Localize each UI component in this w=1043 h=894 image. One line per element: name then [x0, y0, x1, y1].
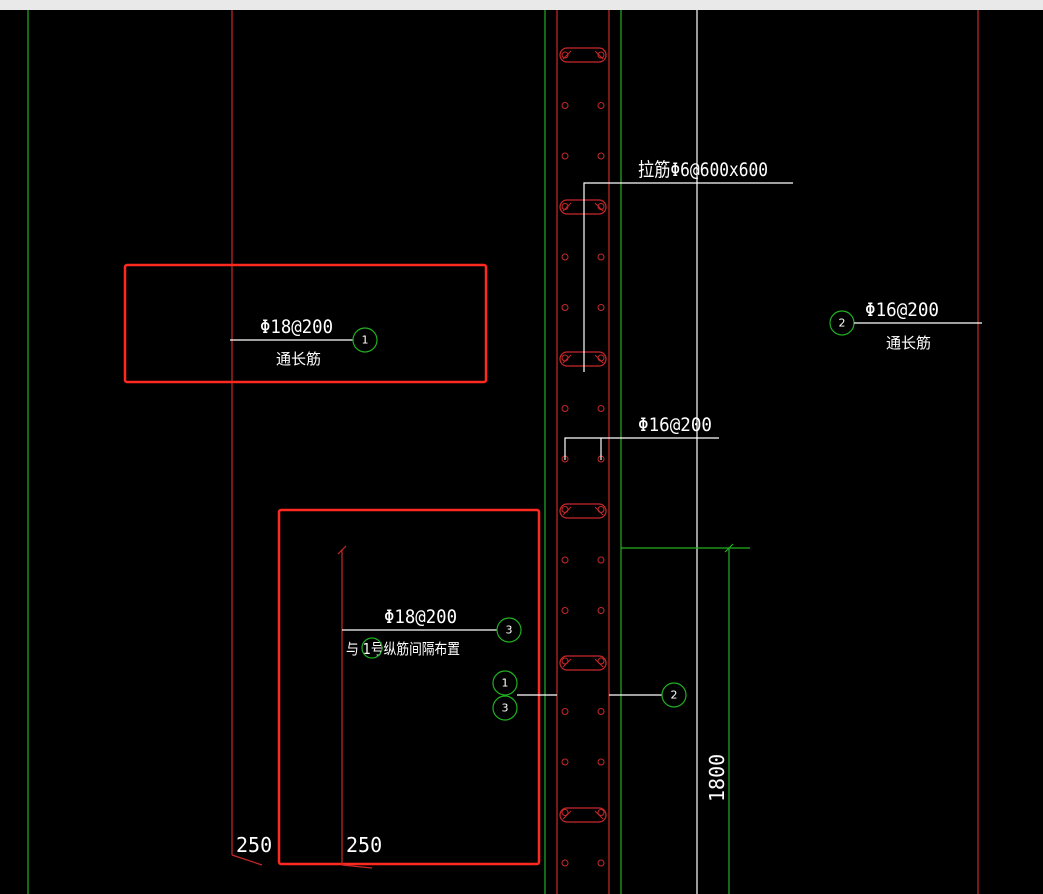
stirrup-hook	[562, 506, 572, 516]
rebar-dot	[597, 354, 605, 362]
mid-spec-leader: Φ16@200	[564, 414, 719, 460]
right-note-label: 通长筋	[886, 334, 931, 352]
dim-1800-tick	[724, 543, 734, 553]
rebar-dot	[561, 354, 569, 362]
rebar-dot	[561, 758, 569, 766]
box-right-bubble	[496, 617, 522, 643]
mid-spec-label: Φ16@200	[638, 414, 712, 436]
rebar-dot	[597, 51, 605, 59]
rebar-dot	[561, 102, 569, 109]
rebar-dot	[597, 152, 605, 160]
rebar-dot	[561, 607, 569, 614]
rebar-dot	[561, 304, 569, 311]
top-left-spec-label: Φ18@200	[260, 316, 333, 338]
wall-stirrup	[559, 47, 607, 63]
stirrup-hook	[562, 354, 572, 364]
stirrup-hook	[594, 810, 604, 820]
rebar-dot	[597, 708, 605, 715]
rebar-dot	[561, 556, 569, 564]
rebar-dot	[597, 253, 605, 261]
rebar-dot	[597, 405, 605, 412]
wall-stirrup	[559, 199, 607, 215]
wall-left-upper-bubble	[492, 670, 518, 696]
top-left-bubble-number: 1	[362, 334, 369, 347]
box-dimension-tick	[337, 545, 347, 555]
wall-stirrup	[559, 655, 607, 671]
rebar-dot	[597, 607, 605, 614]
dim-1800-label: 1800	[705, 754, 729, 802]
wall-left-lower-bubble	[492, 695, 518, 721]
rebar-dot	[561, 405, 569, 412]
wall-right-bubble-number: 2	[671, 689, 678, 702]
right-spec-label: Φ16@200	[865, 299, 939, 321]
dimension-250-box: 250	[341, 833, 382, 869]
stirrup-hook	[594, 50, 604, 60]
dim-250-left-label: 250	[236, 833, 272, 857]
wall-left-upper-bubble-number: 1	[502, 677, 509, 690]
stirrup-hook	[562, 202, 572, 212]
stirrup-hook	[594, 658, 604, 668]
rebar-dot	[597, 758, 605, 766]
rebar-dot	[597, 657, 605, 665]
stirrup-hook	[594, 202, 604, 212]
wall-stirrup	[559, 351, 607, 367]
wall-rebar-dots	[561, 51, 605, 867]
highlight-box-lower[interactable]	[277, 508, 541, 866]
rebar-dot	[561, 809, 569, 816]
rebar-dot	[561, 708, 569, 715]
dim-250-box-label: 250	[346, 833, 382, 857]
dim-250-box-base	[341, 864, 373, 869]
window-top-bar	[0, 0, 1043, 10]
tie-bar-label: 拉筋Φ6@600x600	[638, 159, 768, 181]
tie-bar-leader: 拉筋Φ6@600x600	[583, 159, 793, 372]
stirrup-hook	[594, 354, 604, 364]
top-left-note-label: 通长筋	[276, 350, 321, 368]
mid-leader-line	[564, 437, 719, 460]
box-spec-label: Φ18@200	[384, 606, 457, 628]
top-left-bubble	[352, 327, 378, 353]
rebar-dot	[597, 102, 605, 109]
wall-left-lower-bubble-number: 3	[502, 702, 509, 715]
cad-canvas[interactable]: 拉筋Φ6@600x600 Φ16@200 Φ18@200 通长筋 1 2 Φ16…	[0, 10, 1043, 894]
wall-section	[556, 10, 610, 894]
rebar-dot	[561, 657, 569, 665]
rebar-dot	[597, 809, 605, 816]
dimension-1800: 1800	[621, 543, 750, 894]
stirrup-hook	[594, 506, 604, 516]
box-right-bubble-number: 3	[506, 624, 513, 637]
rebar-dot	[597, 859, 605, 867]
dim-250-left-base	[231, 854, 263, 866]
box-inline-bubble	[361, 637, 383, 659]
right-bubble-number: 2	[839, 317, 846, 330]
stirrup-hook	[562, 50, 572, 60]
highlight-box-top-left[interactable]	[123, 263, 488, 384]
stirrup-hook	[562, 658, 572, 668]
wall-stirrup	[559, 807, 607, 823]
box-note-label: 与 1号纵筋间隔布置	[346, 640, 460, 658]
wall-stirrup	[559, 503, 607, 519]
wall-right-bubble	[661, 682, 687, 708]
tie-bar-leader-line	[583, 182, 793, 372]
rebar-dot	[561, 859, 569, 867]
wall-stirrups	[559, 47, 607, 823]
dimension-250-left: 250	[231, 833, 272, 866]
rebar-dot	[561, 152, 569, 160]
rebar-dot	[597, 304, 605, 311]
rebar-dot	[597, 556, 605, 564]
rebar-dot	[561, 51, 569, 59]
rebar-dot	[561, 253, 569, 261]
stirrup-hook	[562, 810, 572, 820]
